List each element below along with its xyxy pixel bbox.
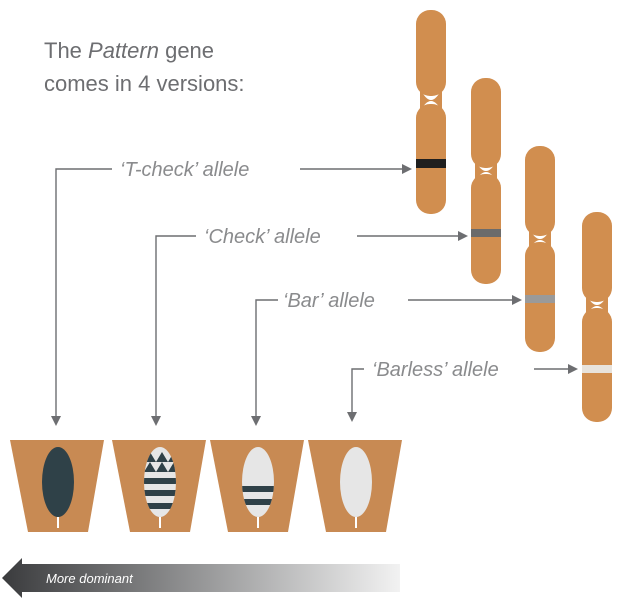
allele-label-barless: ‘Barless’ allele: [372, 359, 499, 381]
chromosome-barless: [582, 212, 612, 422]
connector-barless: [347, 364, 578, 422]
feather-card-barless: [308, 440, 402, 532]
barless-feather: [340, 447, 372, 517]
allele-band-check: [471, 229, 501, 237]
allele-band-bar: [525, 295, 555, 303]
heading-line1-suffix: gene: [159, 38, 214, 63]
t-check-feather: [42, 447, 74, 517]
chromosome-t-check: [416, 10, 446, 214]
chromosome-bar: [525, 146, 555, 352]
feather-card-bar: [210, 440, 304, 532]
connector-t-check: [51, 164, 412, 426]
dominance-label: More dominant: [46, 571, 134, 586]
connector-check: [151, 231, 468, 426]
allele-label-bar: ‘Bar’ allele: [283, 290, 375, 312]
allele-band-barless: [582, 365, 612, 373]
connector-bar: [251, 295, 522, 426]
heading-line2: comes in 4 versions:: [44, 71, 245, 96]
feather-card-t-check: [10, 440, 104, 532]
diagram-heading: The Pattern gene comes in 4 versions:: [44, 38, 245, 96]
heading-line1-prefix: The: [44, 38, 88, 63]
allele-band-t-check: [416, 159, 446, 168]
dominance-arrow: More dominant: [2, 558, 400, 598]
chromosome-check: [471, 78, 501, 284]
heading-gene-name: Pattern: [88, 38, 159, 63]
bar-feather: [242, 447, 274, 517]
allele-label-check: ‘Check’ allele: [204, 226, 321, 248]
feather-card-check: [112, 440, 206, 532]
allele-label-t-check: ‘T-check’ allele: [120, 159, 249, 181]
